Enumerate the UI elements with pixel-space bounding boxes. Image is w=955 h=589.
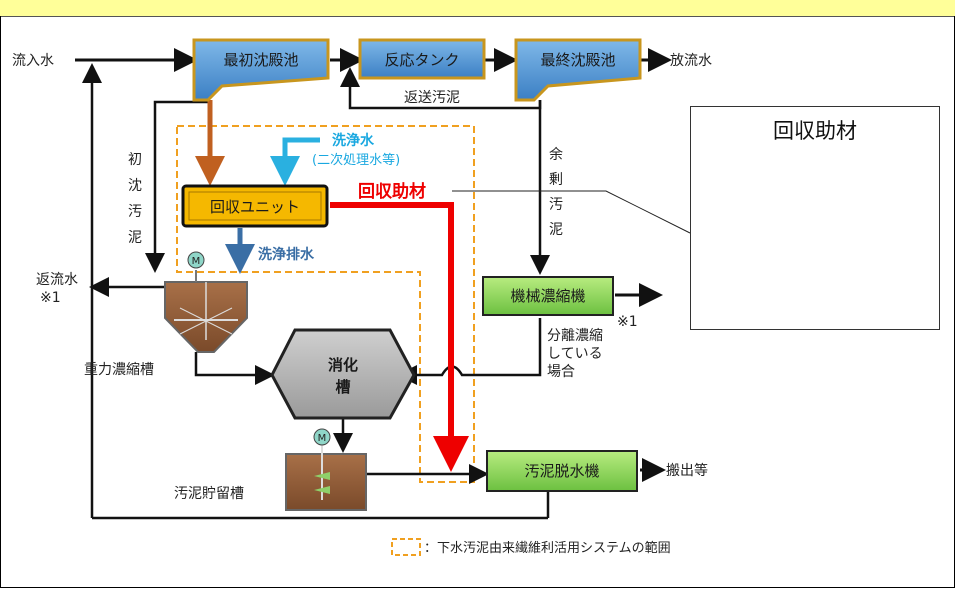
recovery-unit: 回収ユニット xyxy=(181,184,329,228)
wash-water-label: 洗浄水 xyxy=(332,132,375,149)
primary-sludge-char2: 沈 xyxy=(128,178,142,194)
thickener-motor-icon: M xyxy=(192,256,201,267)
outflow-label: 放流水 xyxy=(670,53,712,69)
final-clarifier-label: 最終沈殿池 xyxy=(540,51,615,69)
primary-sludge-char4: 泥 xyxy=(128,230,142,246)
return-sludge-label: 返送汚泥 xyxy=(404,90,460,106)
carry-out-label: 搬出等 xyxy=(666,462,708,479)
return-water-label: 返流水 xyxy=(36,272,78,288)
primary-clarifier-label: 最初沈殿池 xyxy=(223,51,298,69)
thickener-to-digester-arrow xyxy=(194,352,275,385)
recovery-aid-label: 回収助材 xyxy=(358,181,426,202)
return-water-note: ※1 xyxy=(40,290,61,306)
dewatering-machine-label: 汚泥脱水機 xyxy=(524,462,599,480)
sludge-storage-tank: M xyxy=(285,428,367,511)
legend-swatch xyxy=(391,538,421,556)
dewatering-machine: 汚泥脱水機 xyxy=(486,450,638,492)
primary-sludge-line xyxy=(145,100,208,273)
mech-to-digester-arrow xyxy=(397,318,542,385)
wash-effluent-label: 洗浄排水 xyxy=(258,246,315,263)
photo-title: 回収助材 xyxy=(773,119,857,143)
recovery-aid-arrow xyxy=(330,202,469,472)
mechanical-thickener: 機械濃縮機 xyxy=(482,276,614,316)
header-bar xyxy=(0,0,955,17)
reaction-tank-label: 反応タンク xyxy=(384,51,459,69)
storage-motor-icon: M xyxy=(318,433,327,444)
primary-sludge-char3: 汚 xyxy=(128,204,142,220)
excess-sludge-char3: 汚 xyxy=(549,197,563,213)
excess-sludge-char4: 泥 xyxy=(549,222,563,238)
gravity-thickener: M xyxy=(164,251,248,353)
legend-text: ：下水汚泥由来繊維利活用システムの範囲 xyxy=(424,540,671,556)
separate-note-line1: 分離濃縮 xyxy=(547,327,603,344)
gravity-thickener-label: 重力濃縮槽 xyxy=(84,362,154,378)
excess-sludge-char1: 余 xyxy=(549,146,563,163)
recovery-unit-label: 回収ユニット xyxy=(210,198,300,216)
wash-water-arrow xyxy=(270,137,320,186)
final-clarifier: 最終沈殿池 xyxy=(514,38,642,102)
system-scope-boundary xyxy=(176,125,475,483)
separate-note-line2: している xyxy=(547,346,603,362)
sludge-storage-label: 汚泥貯留槽 xyxy=(174,486,244,502)
primary-sludge-char1: 初 xyxy=(128,151,142,168)
digester-label-line1: 消化 xyxy=(328,356,358,374)
excess-sludge-char2: 剰 xyxy=(549,172,563,188)
digester: 消化 槽 xyxy=(270,328,416,420)
reaction-tank: 反応タンク xyxy=(358,38,486,80)
photo-panel: 回収助材 xyxy=(690,106,940,330)
separate-note-line3: 場合 xyxy=(547,364,575,380)
primary-clarifier: 最初沈殿池 xyxy=(192,38,330,102)
leader-line xyxy=(452,190,691,234)
mechanical-thickener-label: 機械濃縮機 xyxy=(510,287,585,305)
inflow-label: 流入水 xyxy=(12,53,54,69)
digester-label-line2: 槽 xyxy=(335,378,350,396)
wash-water-sub-label: (二次処理水等) xyxy=(312,152,400,168)
mech-thickener-note: ※1 xyxy=(617,314,638,330)
